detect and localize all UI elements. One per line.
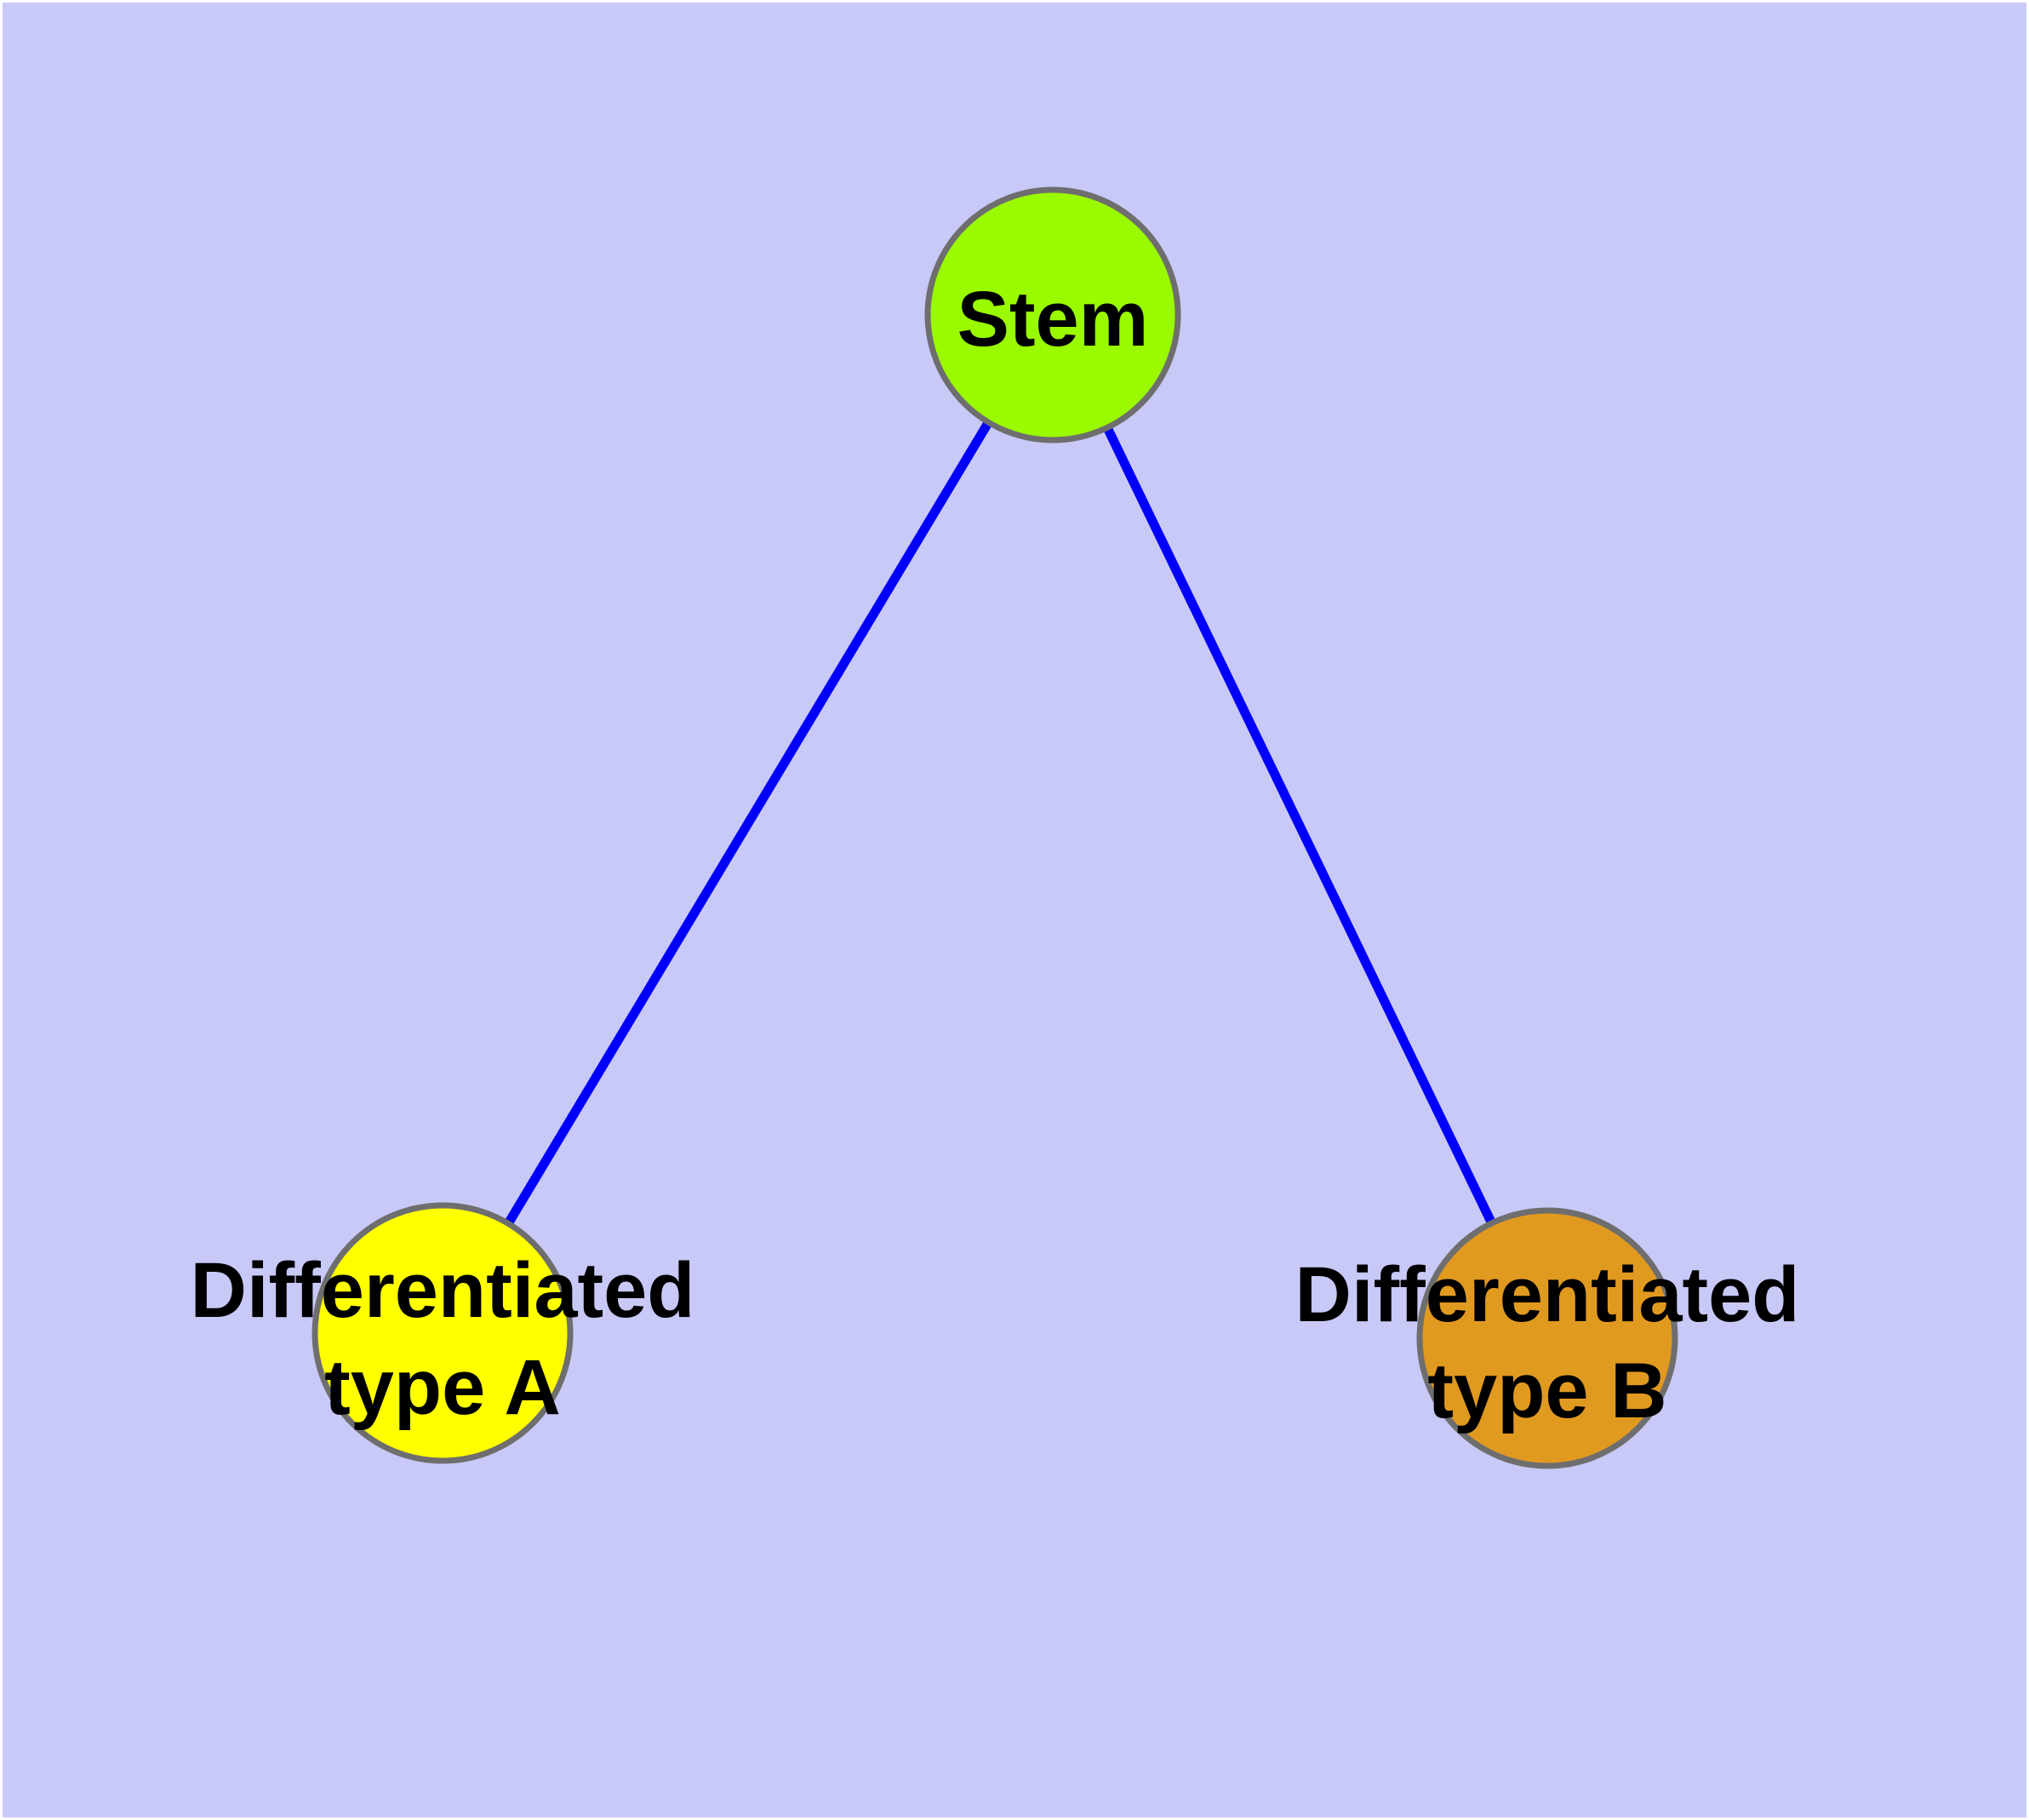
node-type-b-label-line-2: type B xyxy=(1427,1348,1666,1434)
node-differentiated-type-a xyxy=(311,1202,574,1464)
node-differentiated-type-b xyxy=(1416,1207,1678,1469)
node-type-b-label-line-1: Differentiated xyxy=(1295,1251,1800,1338)
node-stem xyxy=(924,186,1181,444)
node-type-a-label-line-1: Differentiated xyxy=(191,1247,695,1334)
edge-stem-to-type-b xyxy=(1049,312,1552,1341)
node-stem-label: Stem xyxy=(957,276,1149,363)
edge-stem-to-type-a xyxy=(438,312,1057,1336)
node-type-a-label-line-2: type A xyxy=(324,1344,561,1431)
